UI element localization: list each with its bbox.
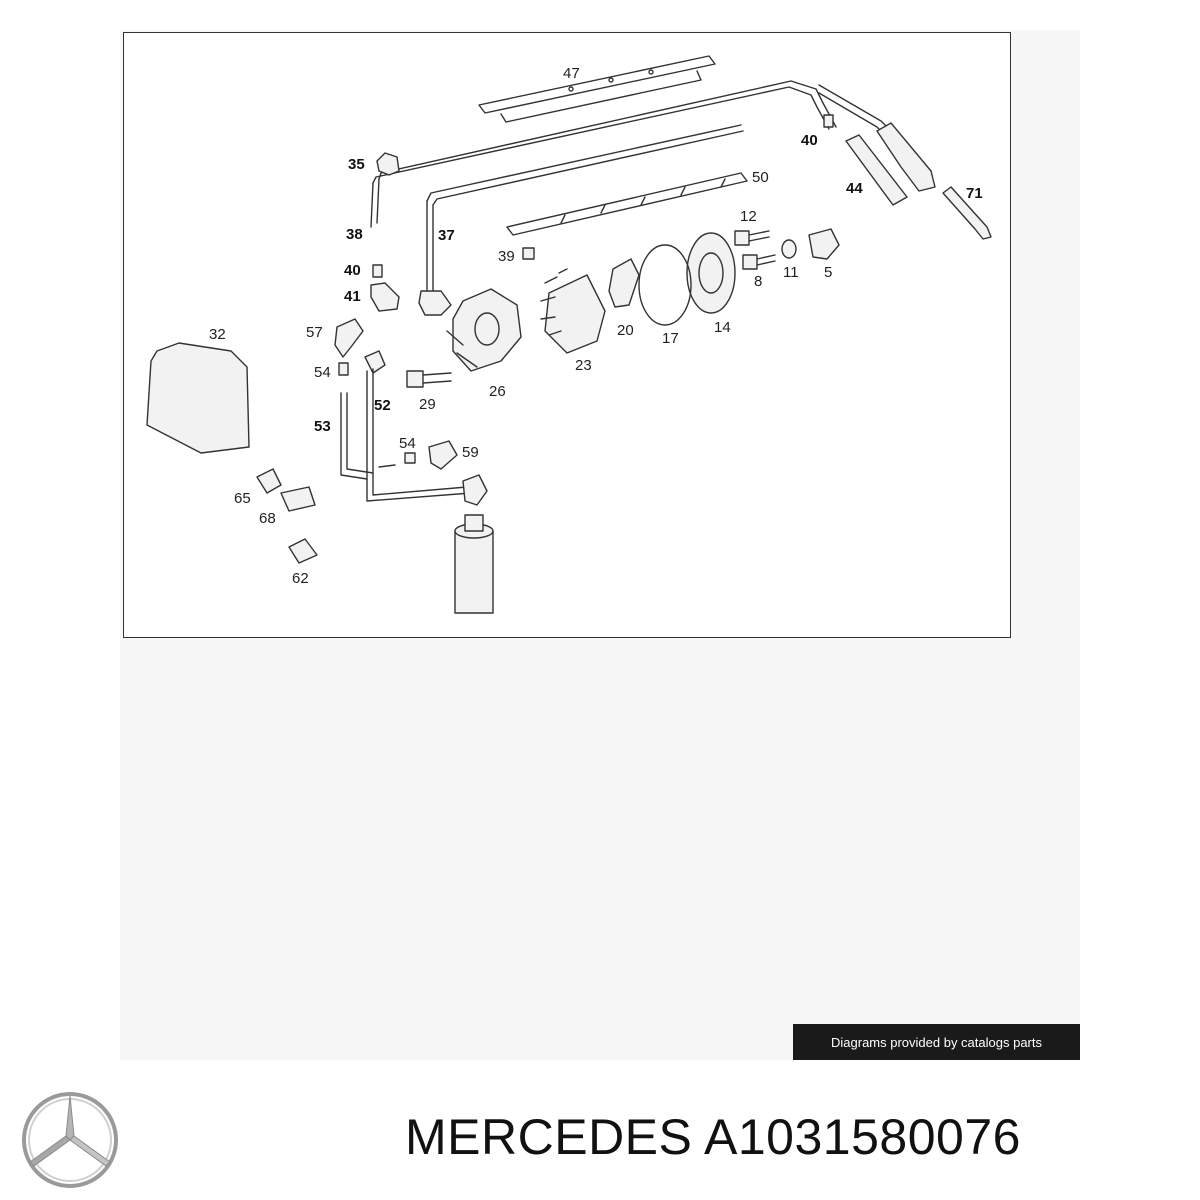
label-44: 44 <box>846 180 863 197</box>
part-54-terminal <box>338 362 349 376</box>
part-32-cover <box>146 342 250 454</box>
part-50-rail <box>506 172 748 236</box>
part-8-bolt <box>742 254 776 270</box>
label-65: 65 <box>234 490 251 507</box>
label-29: 29 <box>419 396 436 413</box>
ignition-coil <box>454 514 494 614</box>
part-29-bolt <box>406 370 452 388</box>
label-57: 57 <box>306 324 323 341</box>
part-11-washer <box>781 239 797 259</box>
label-59: 59 <box>462 444 479 461</box>
label-39: 39 <box>498 248 515 265</box>
part-65-clip <box>256 468 282 494</box>
parts-diagram: 47 40 44 71 35 50 38 37 12 39 40 41 8 11… <box>123 32 1011 638</box>
label-52: 52 <box>374 397 391 414</box>
label-11: 11 <box>783 264 799 281</box>
label-40-left: 40 <box>344 262 361 279</box>
part-23-distributor-cap <box>540 268 606 354</box>
cable-37 <box>418 124 744 316</box>
label-68: 68 <box>259 510 276 527</box>
part-53-cable <box>340 392 374 480</box>
label-17: 17 <box>662 330 679 347</box>
label-41: 41 <box>344 288 361 305</box>
part-68-clamp <box>280 486 316 512</box>
part-52-cable <box>364 350 488 506</box>
label-35: 35 <box>348 156 365 173</box>
part-62-clip <box>288 538 318 564</box>
part-47-rail <box>478 55 716 123</box>
part-35-clip <box>376 152 400 176</box>
part-54-terminal-small <box>404 452 416 464</box>
label-47: 47 <box>563 65 580 82</box>
part-40-terminal-left <box>372 264 383 278</box>
label-12: 12 <box>740 208 757 225</box>
part-71-spark-plug <box>942 186 992 240</box>
part-40-terminal <box>823 114 834 128</box>
label-20: 20 <box>617 322 634 339</box>
part-57-connector <box>334 318 364 358</box>
label-5: 5 <box>824 264 832 281</box>
terminal-pin <box>378 464 396 468</box>
mercedes-star-logo-icon <box>22 1092 118 1188</box>
part-44-spark-plug-boot <box>845 122 936 206</box>
label-32: 32 <box>209 326 226 343</box>
label-23: 23 <box>575 357 592 374</box>
label-37: 37 <box>438 227 455 244</box>
part-5-plate <box>808 228 840 260</box>
long-ignition-cable <box>370 80 932 228</box>
part-14-cap <box>686 232 736 314</box>
part-20-rotor <box>608 258 640 308</box>
part-41-connector <box>370 282 400 312</box>
diagram-credit-badge: Diagrams provided by catalogs parts <box>793 1024 1080 1060</box>
label-40-top: 40 <box>801 132 818 149</box>
label-53: 53 <box>314 418 331 435</box>
part-17-gasket <box>638 244 692 326</box>
parts-diagram-drawing: 47 40 44 71 35 50 38 37 12 39 40 41 8 11… <box>146 55 992 614</box>
label-54-lower: 54 <box>399 435 416 452</box>
brand-name: MERCEDES <box>405 1109 693 1165</box>
part-12-bolt <box>734 230 770 246</box>
part-39-nut <box>522 247 535 260</box>
label-14: 14 <box>714 319 731 336</box>
label-62: 62 <box>292 570 309 587</box>
label-8: 8 <box>754 273 762 290</box>
part-59-connector <box>428 440 458 470</box>
part-26-distributor <box>446 288 522 372</box>
label-71: 71 <box>966 185 983 202</box>
label-38: 38 <box>346 226 363 243</box>
label-54-left: 54 <box>314 364 331 381</box>
product-title: MERCEDES A1031580076 <box>405 1108 1021 1166</box>
label-50: 50 <box>752 169 769 186</box>
part-number: A1031580076 <box>704 1109 1021 1165</box>
label-26: 26 <box>489 383 506 400</box>
